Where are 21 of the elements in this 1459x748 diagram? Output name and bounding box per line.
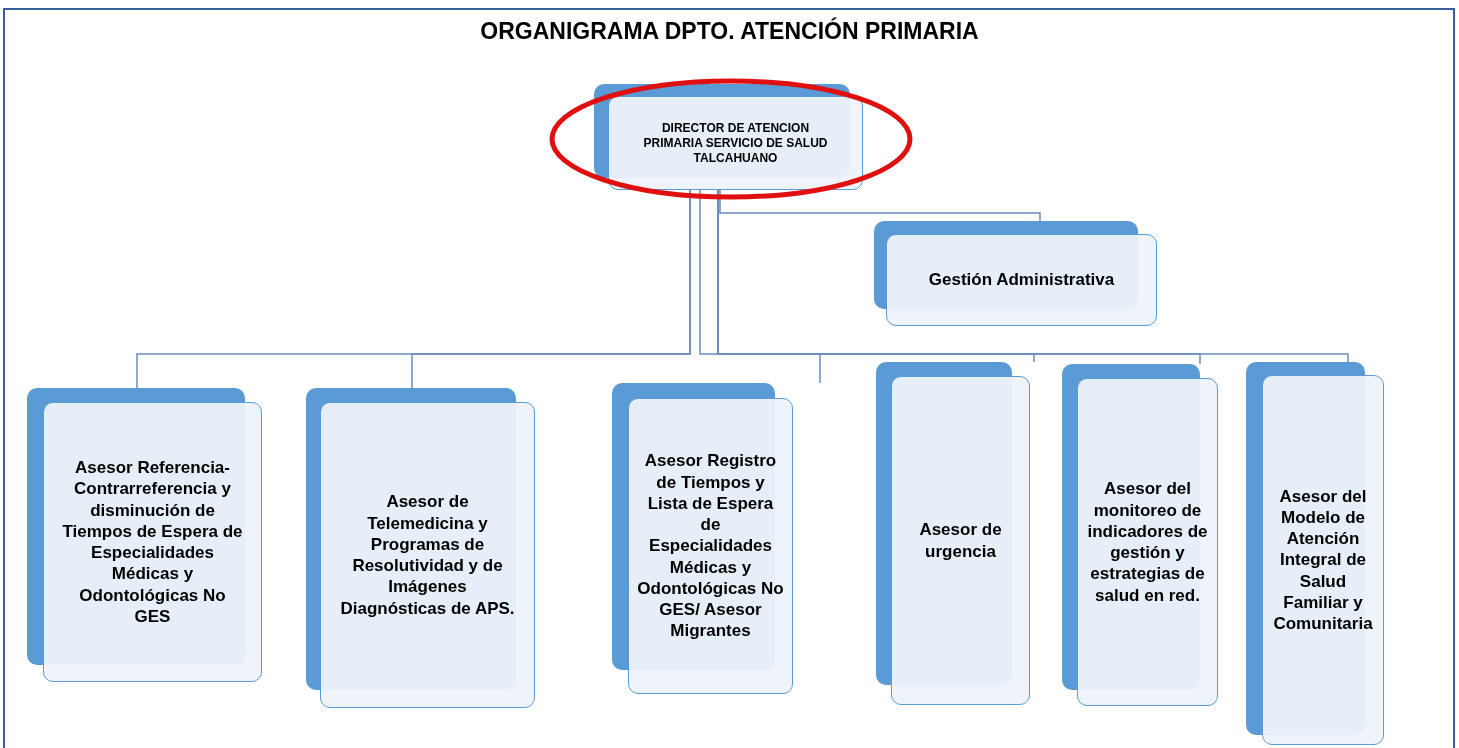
position-title: Asesor del monitoreo de indicadores de gestión y estrategias de salud en red.	[1086, 478, 1209, 606]
org-chart-box	[876, 362, 1030, 705]
position-title: DIRECTOR DE ATENCION PRIMARIA SERVICIO DE SALUD TALCAHUANO	[642, 120, 829, 166]
org-chart-box	[27, 388, 262, 682]
org-chart-box	[1246, 362, 1384, 745]
position-title: Asesor de urgencia	[918, 519, 1003, 562]
connector-line	[719, 189, 1041, 222]
position-title: Asesor Registro de Tiempos y Lista de Espera de Especialidades Médicas y Odontológicas No GES/ Asesor Migrantes	[637, 450, 784, 642]
position-title: Asesor Referencia-Contrarreferencia y disminución de Tiempos de Espera de Especialidades Médicas y Odontológicas No GES	[61, 457, 244, 627]
connector-line	[411, 189, 691, 389]
connector-line	[717, 189, 1349, 363]
org-chart-box	[612, 383, 793, 694]
org-chart-box	[594, 84, 863, 190]
diagram-title: ORGANIGRAMA DPTO. ATENCIÓN PRIMARIA	[480, 16, 979, 46]
position-title: Asesor de Telemedicina y Programas de Resolutividad y de Imágenes Diagnósticas de APS.	[339, 491, 516, 619]
org-chart-box	[306, 388, 535, 708]
org-chart-box	[1062, 364, 1218, 706]
position-title: Gestión Administrativa	[928, 269, 1115, 291]
position-title: Asesor del Modelo de Atención Integral de Salud Familiar y Comunitaria	[1272, 485, 1374, 635]
connector-line	[699, 189, 821, 384]
org-chart-box	[874, 221, 1157, 326]
